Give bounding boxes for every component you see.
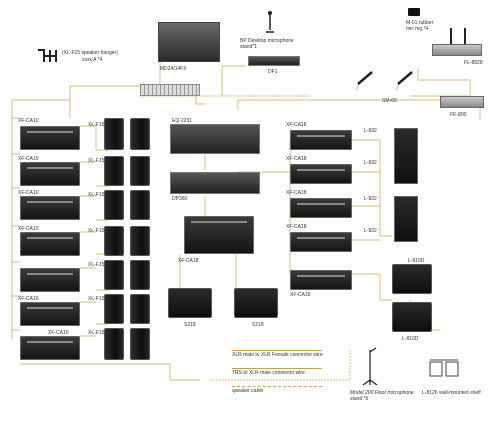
amplifier-label: XF-CA10 [18,156,39,162]
amplifier-label: XF-CA10 [18,226,39,232]
wireless-mic-label: SM-66 [382,98,397,104]
amplifier [20,268,80,292]
amplifier [290,164,352,184]
floor-mic-stand-icon [360,346,380,386]
speaker-hanger-icon [36,48,58,64]
mixer-console [158,22,220,62]
speaker-label: XL-F15 [88,296,105,302]
legend-speaker: speaker cable [232,388,264,394]
legend-trs: TRS to XLR male connector wire [232,370,305,376]
amplifier [20,302,80,326]
speaker [104,190,124,220]
speaker-label: XL-F15 [88,122,105,128]
sub-label: L-810D [402,336,419,342]
speaker [130,328,150,360]
desktop-mic-label: BP Desktop microphone stand*1 [240,38,294,50]
amplifier-label: XF-CA18 [286,224,307,230]
legend-trs-swatch [232,368,322,369]
subwoofer [392,264,432,294]
amplifier [20,336,80,360]
line-array-label: L-832 [364,160,377,166]
dp360-processor [170,172,260,194]
speaker [130,260,150,290]
subwoofer [392,302,432,332]
amplifier-label: XF-CA18 [286,190,307,196]
wall-shelf-icon [428,356,462,382]
speaker [130,190,150,220]
amplifier [20,196,80,220]
speaker [130,226,150,256]
amplifier [290,270,352,290]
eq-label: EQ-2231 [172,118,193,124]
wall-shelf-label: L-8126 wall-mounted shelf [422,390,481,396]
df1-processor [248,56,300,66]
desktop-mic-icon [263,10,277,34]
speaker-label: XL-F15 [88,330,105,336]
speaker [104,226,124,256]
speaker [130,156,150,186]
speaker-label: XL-F15 [88,228,105,234]
speaker [130,294,150,324]
amplifier [290,130,352,150]
patch-panel [140,84,200,96]
line-array-label: L-832 [364,196,377,202]
amplifier-label: XF-CA18 [178,258,199,264]
speaker [104,156,124,186]
amplifier-label: XF-CA10 [18,296,39,302]
speaker-label: XL-F15 [88,262,105,268]
subwoofer [168,288,212,318]
mic-icon [356,70,376,86]
mic-icon [396,70,416,86]
sub-label: L-810D [408,258,425,264]
speaker [104,294,124,324]
legend-speaker-swatch [232,386,322,387]
amplifier [20,126,80,150]
amplifier-label: XF-CA10 [48,330,69,336]
line-array-label: L-832 [364,128,377,134]
line-array-label: L-832 [364,228,377,234]
line-array [394,196,418,242]
rubber-mic-label: M-01 rubber mic mg *4 [406,20,434,32]
sub-label: S218 [184,322,196,328]
speaker [104,260,124,290]
legend-xlr-fm: XLR male to XLR Female connector wire [232,352,323,358]
line-array [394,128,418,184]
amplifier [184,216,254,254]
amplifier [290,198,352,218]
speaker-label: XL-F15 [88,158,105,164]
wireless-receiver-label: FL-8828 [464,60,483,66]
wireless-receiver [432,44,482,56]
amplifier-label: XF-CA10 [18,118,39,124]
wireless-antenna-icon [446,26,470,46]
subwoofer [234,288,278,318]
df1-label: DF1 [268,69,278,75]
amplifier-label: XF-CA18 [286,122,307,128]
amplifier-label: XF-CA10 [18,190,39,196]
amplifier [20,232,80,256]
speaker-hanger-label: (XL-F15 speaker hanger) [62,50,118,56]
dp360-label: DP360 [172,196,188,202]
amplifier-label: XF-CA18 [290,292,311,298]
pk800-label: FK-800 [450,112,467,118]
eq-unit [170,124,260,154]
amplifier [20,162,80,186]
speaker-label: XL-F15 [88,192,105,198]
speaker [130,118,150,150]
pk800-receiver [440,96,484,108]
mixer-label: MD24/14FX [160,66,187,72]
speaker-hanger-qty: xxxx A *4 [82,57,103,63]
amplifier-label: XF-CA18 [286,156,307,162]
sub-label: S218 [252,322,264,328]
legend-xlr-fm-swatch [232,350,322,351]
speaker [104,328,124,360]
speaker [104,118,124,150]
rubber-mic-icon [408,8,420,16]
amplifier [290,232,352,252]
floor-mic-label: Model 200 Floor microphone stand *6 [350,390,414,402]
